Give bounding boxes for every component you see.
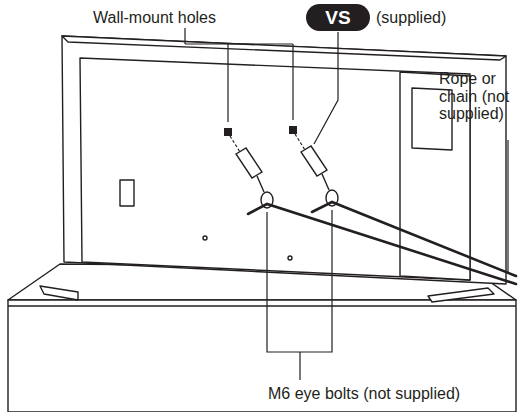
wall-mount-hole <box>224 128 232 136</box>
wall-mount-hole <box>289 126 297 134</box>
rear-cover <box>80 58 470 280</box>
part-label: Rope or chain (not supplied) <box>439 70 525 123</box>
spacer <box>301 146 327 176</box>
leader-line <box>314 32 338 144</box>
left-foot <box>40 286 78 300</box>
screw-hole <box>288 256 292 260</box>
bolt-shaft <box>322 174 329 190</box>
screw-hole <box>203 236 207 240</box>
part-label: M6 eye bolts (not supplied) <box>268 385 460 403</box>
side-port <box>120 180 134 206</box>
tv-frame-edge <box>62 36 506 60</box>
rope <box>248 204 516 284</box>
table-edge <box>8 305 516 306</box>
spacer <box>236 148 262 178</box>
part-code: VS <box>325 7 350 29</box>
part-code-badge: VS <box>306 4 370 31</box>
bolt-shaft <box>257 176 264 192</box>
leader-line <box>267 210 332 380</box>
leader-line <box>185 28 293 122</box>
insert-guide <box>230 136 240 152</box>
leader-line <box>507 140 508 272</box>
part-label: Wall-mount holes <box>93 9 216 27</box>
right-foot <box>428 288 494 302</box>
table-front <box>8 300 516 412</box>
insert-guide <box>295 134 305 150</box>
note-label: (supplied) <box>376 9 446 27</box>
rope <box>312 202 516 276</box>
